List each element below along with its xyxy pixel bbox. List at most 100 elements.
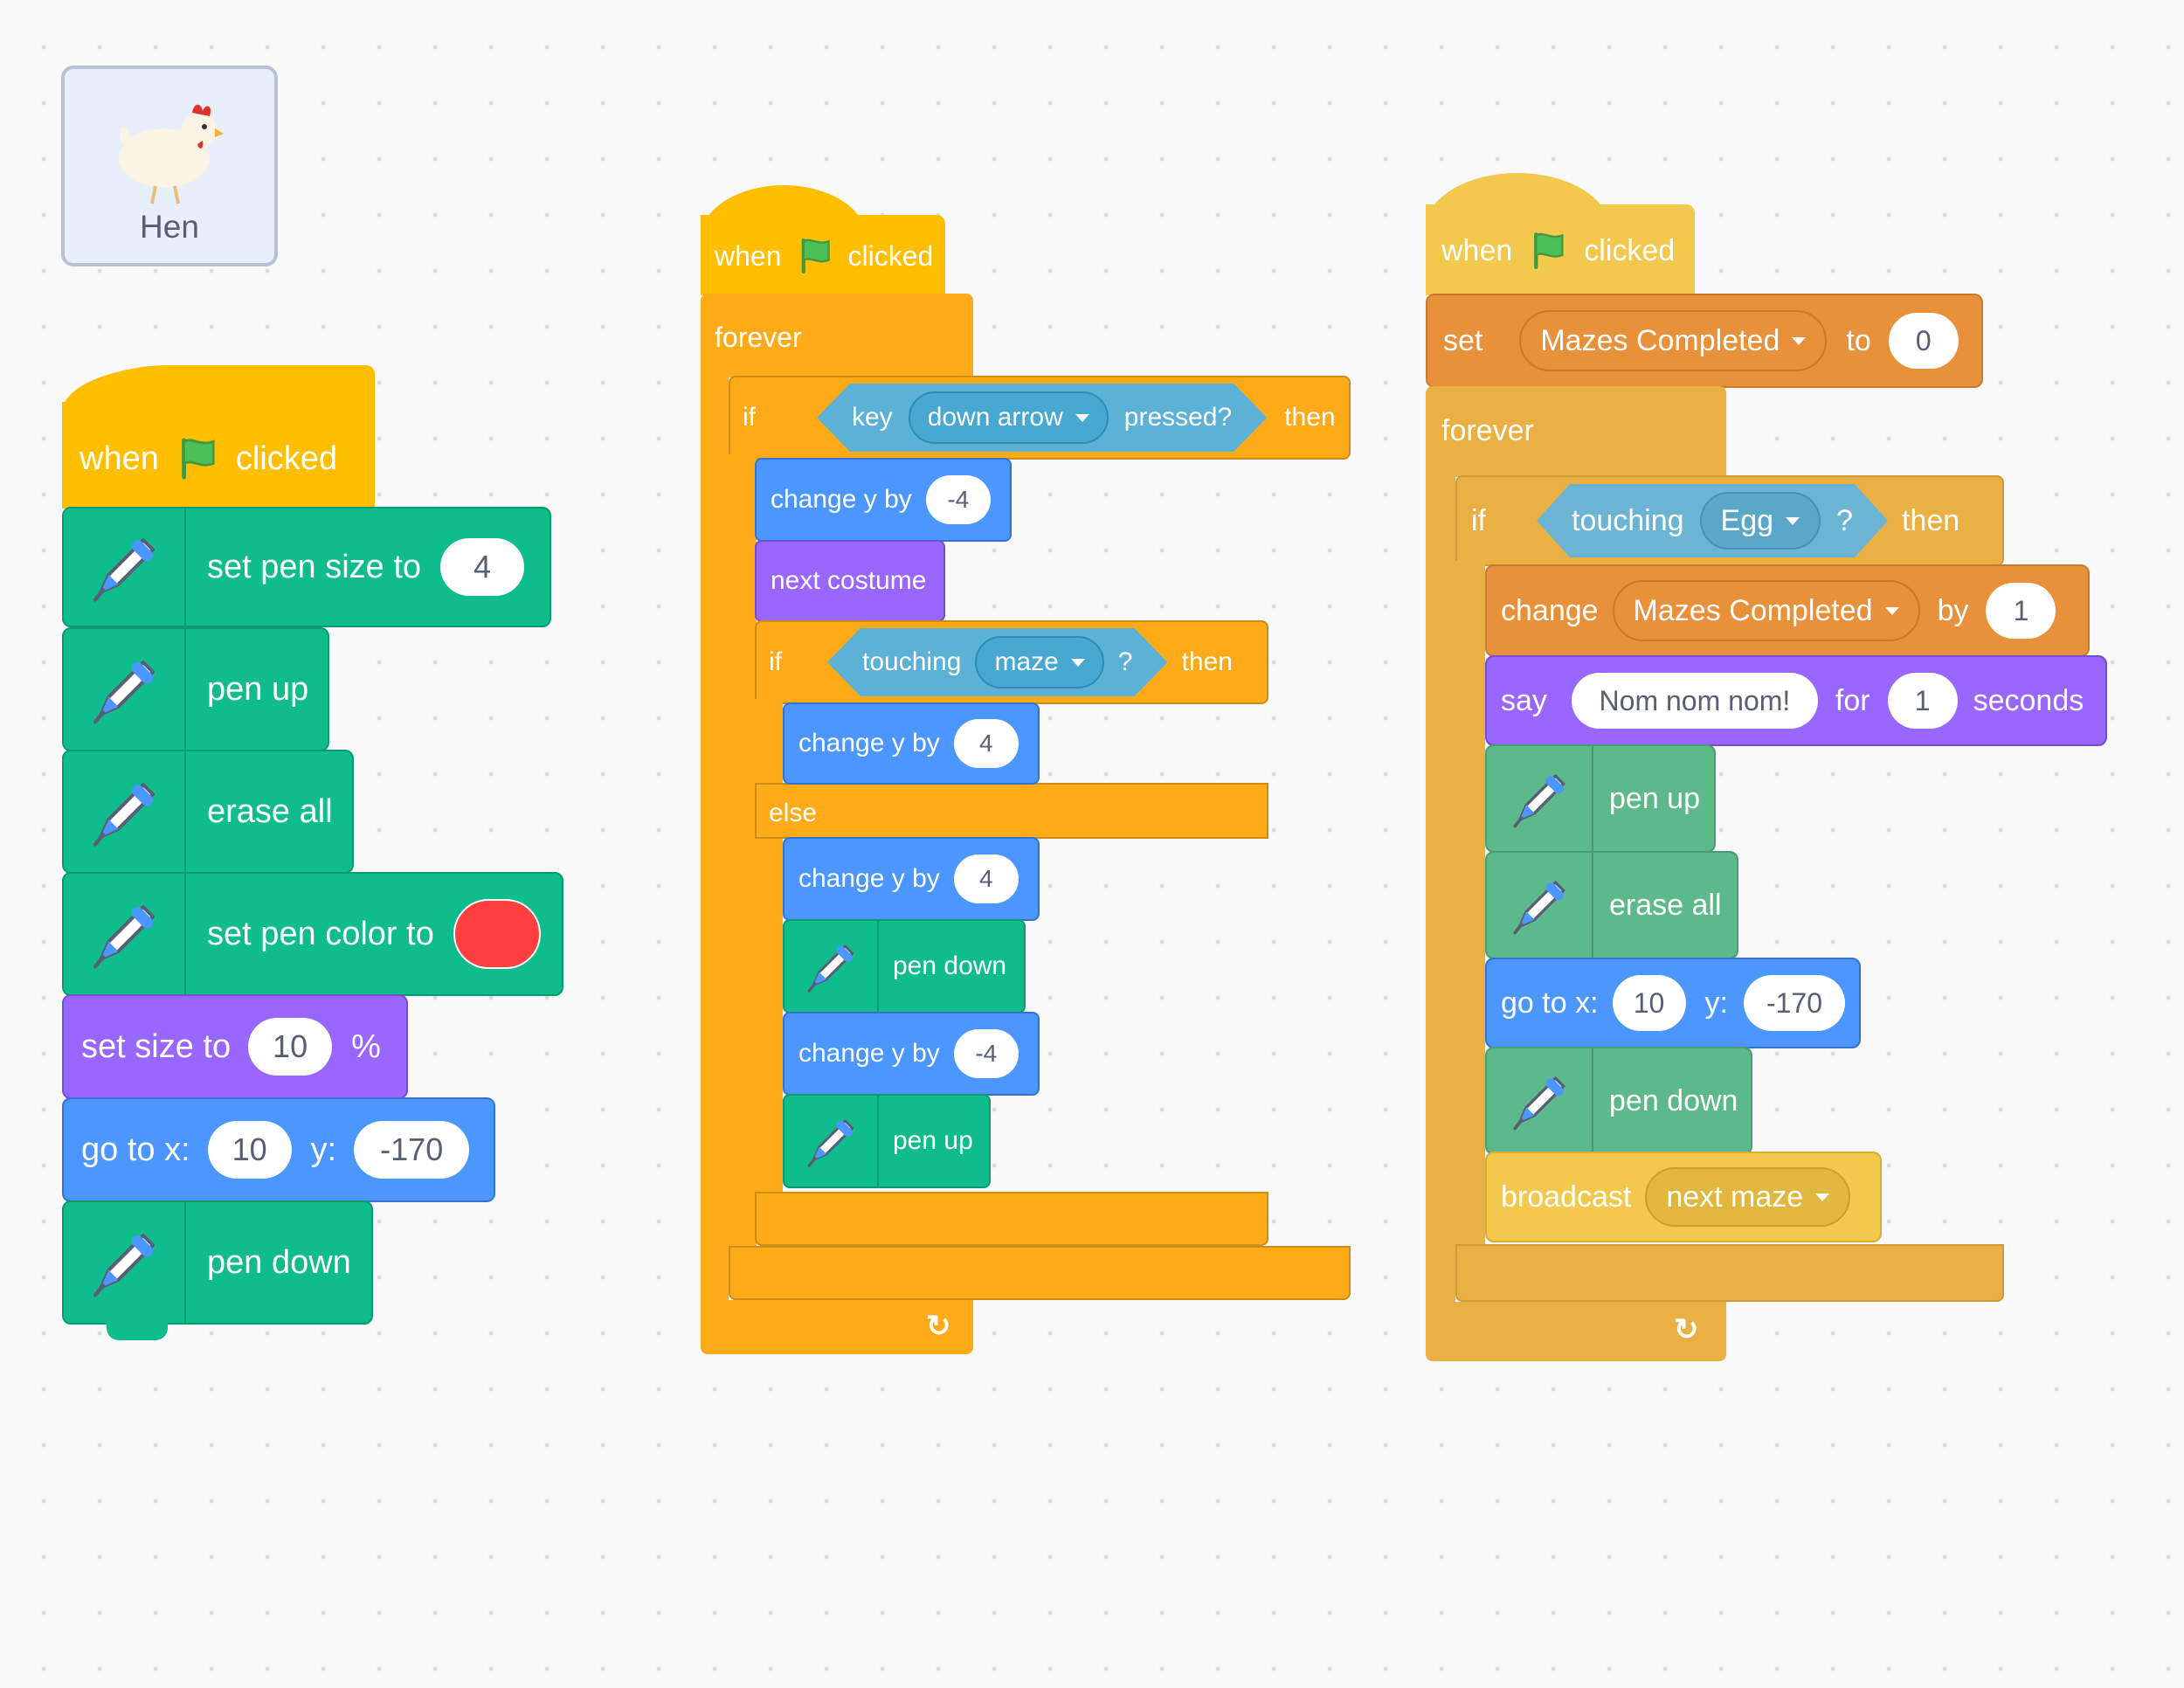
hat-content: when clicked	[715, 234, 933, 278]
touching-maze-condition[interactable]: touching maze ?	[827, 628, 1167, 696]
touching-dropdown-value: Egg	[1720, 503, 1774, 537]
x-input[interactable]: 10	[1612, 975, 1686, 1031]
bottom-notch	[107, 1323, 168, 1340]
change-y-input[interactable]: 4	[953, 719, 1019, 768]
go-to-x-label: go to x:	[1501, 986, 1599, 1020]
hat-clicked-label: clicked	[1584, 233, 1676, 267]
if1-foot	[729, 1246, 1351, 1300]
pen-up-label: pen up	[893, 1126, 973, 1155]
variable-dropdown[interactable]: Mazes Completed	[1519, 310, 1828, 371]
hat-clicked-label: clicked	[847, 239, 934, 272]
pen-up-block[interactable]: pen up	[1485, 744, 1716, 853]
key-pressed-condition[interactable]: key down arrow pressed?	[817, 384, 1267, 452]
pen-extension-icon	[1507, 766, 1572, 831]
pen-size-input[interactable]: 4	[440, 538, 525, 596]
change-y-block[interactable]: change y by -4	[783, 1012, 1040, 1096]
broadcast-dropdown[interactable]: next maze	[1645, 1167, 1851, 1227]
change-y-input[interactable]: 4	[953, 854, 1019, 903]
forever-arm	[1426, 475, 1455, 1305]
else-label: else	[769, 799, 818, 827]
x-input[interactable]: 10	[207, 1121, 292, 1179]
pen-down-block[interactable]: pen down	[62, 1200, 373, 1325]
set-pen-color-label: set pen color to	[207, 915, 434, 952]
hat-when-label: when	[79, 439, 159, 477]
touching-dropdown[interactable]: Egg	[1700, 492, 1821, 550]
y-label: y:	[310, 1131, 337, 1168]
forever-block[interactable]	[701, 294, 973, 377]
size-input[interactable]: 10	[248, 1018, 333, 1076]
chevron-down-icon	[1884, 606, 1899, 615]
pen-down-label: pen down	[893, 951, 1007, 980]
hat-content: when clicked	[1441, 227, 1675, 274]
change-y-label: change y by	[798, 864, 940, 893]
forever-foot	[701, 1300, 973, 1354]
pen-extension-icon	[1507, 1069, 1572, 1133]
change-label: change	[1501, 593, 1599, 627]
green-flag-icon[interactable]	[1526, 229, 1570, 273]
chevron-down-icon	[1792, 336, 1807, 345]
go-to-xy-block[interactable]: go to x: 10 y: -170	[62, 1097, 495, 1202]
erase-all-block[interactable]: erase all	[1485, 851, 1738, 959]
change-value-input[interactable]: 1	[1986, 583, 2056, 639]
go-to-x-label: go to x:	[81, 1131, 190, 1168]
set-pen-size-label: set pen size to	[207, 548, 422, 585]
touching-dropdown[interactable]: maze	[975, 636, 1103, 688]
by-label: by	[1937, 593, 1969, 627]
broadcast-block[interactable]: broadcast next maze	[1485, 1152, 1882, 1242]
touching-egg-condition[interactable]: touching Egg ?	[1537, 484, 1888, 557]
sprite-tile-hen[interactable]: Hen	[61, 66, 278, 266]
pen-extension-icon	[1507, 873, 1572, 937]
forever-label: forever	[1441, 414, 1534, 447]
hat-content: when clicked	[79, 435, 337, 482]
next-costume-block[interactable]: next costume	[755, 540, 945, 622]
erase-all-block[interactable]: erase all	[62, 750, 354, 874]
set-pen-color-block[interactable]: set pen color to	[62, 872, 563, 996]
forever-block[interactable]	[1426, 386, 1726, 477]
set-pen-size-block[interactable]: set pen size to 4	[62, 507, 551, 627]
next-costume-label: next costume	[771, 566, 927, 595]
pen-down-block[interactable]: pen down	[783, 919, 1026, 1013]
pen-extension-icon	[86, 773, 162, 850]
touching-label: touching	[862, 647, 962, 676]
pen-down-block[interactable]: pen down	[1485, 1047, 1752, 1155]
broadcast-dropdown-value: next maze	[1666, 1180, 1804, 1214]
hat-clicked-label: clicked	[235, 439, 337, 477]
if2-header: if touching maze ? then	[769, 626, 1233, 699]
change-variable-block[interactable]: change Mazes Completed by 1	[1485, 564, 2090, 657]
say-message-input[interactable]: Nom nom nom!	[1571, 673, 1818, 729]
erase-all-label: erase all	[207, 792, 333, 830]
key-dropdown[interactable]: down arrow	[909, 391, 1109, 444]
pen-extension-icon	[802, 1112, 860, 1170]
change-y-input[interactable]: -4	[925, 475, 991, 524]
change-y-block[interactable]: change y by -4	[755, 458, 1012, 542]
y-input[interactable]: -170	[1743, 975, 1845, 1031]
loop-arrow-icon: ↻	[926, 1310, 951, 1343]
change-y-label: change y by	[798, 1039, 940, 1068]
hat-when-label: when	[715, 239, 782, 272]
variable-dropdown-value: Mazes Completed	[1633, 593, 1873, 627]
change-y-block[interactable]: change y by 4	[783, 702, 1040, 785]
sprite-name: Hen	[140, 209, 199, 245]
green-flag-icon[interactable]	[794, 235, 836, 277]
change-y-block[interactable]: change y by 4	[783, 837, 1040, 921]
green-flag-icon[interactable]	[173, 434, 222, 483]
question-mark-label: ?	[1117, 647, 1133, 676]
set-size-block[interactable]: set size to 10 %	[62, 994, 408, 1099]
change-y-input[interactable]: -4	[953, 1029, 1019, 1078]
set-variable-block[interactable]: set Mazes Completed to 0	[1426, 294, 1983, 388]
say-for-secs-block[interactable]: say Nom nom nom! for 1 seconds	[1485, 655, 2107, 746]
go-to-xy-block[interactable]: go to x: 10 y: -170	[1485, 958, 1861, 1048]
say-secs-input[interactable]: 1	[1887, 673, 1958, 729]
pen-color-swatch[interactable]	[453, 899, 541, 969]
variable-dropdown[interactable]: Mazes Completed	[1612, 580, 1920, 641]
pen-up-label: pen up	[1609, 781, 1700, 815]
y-input[interactable]: -170	[354, 1121, 470, 1179]
if2-arm	[755, 699, 783, 1197]
chevron-down-icon	[1071, 659, 1085, 667]
set-value-input[interactable]: 0	[1888, 313, 1959, 369]
pen-up-block[interactable]: pen up	[783, 1094, 991, 1188]
erase-all-label: erase all	[1609, 888, 1722, 922]
touching-label: touching	[1572, 503, 1684, 537]
pen-up-block[interactable]: pen up	[62, 627, 329, 751]
set-label: set	[1443, 323, 1483, 357]
